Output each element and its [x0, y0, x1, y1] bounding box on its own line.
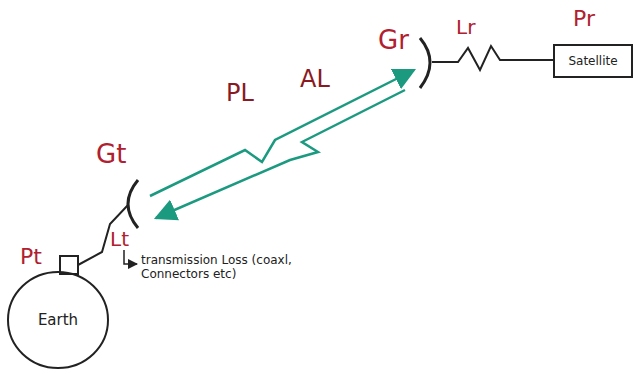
uplink-arrow: [150, 70, 414, 196]
feed-line: [78, 205, 128, 265]
satellite-dish: [420, 38, 430, 88]
earth-circle: Earth: [6, 270, 110, 370]
loss-label: Lr: [456, 16, 475, 39]
ground-dish: [128, 180, 138, 228]
power-label: Pt: [20, 244, 42, 269]
path-loss-label: PL: [226, 80, 254, 108]
power-label: Pr: [573, 6, 595, 31]
node-text: Earth: [38, 311, 78, 329]
atmos-loss-label: AL: [300, 66, 330, 94]
downlink-arrow: [156, 90, 405, 218]
loss-label: Lt: [110, 228, 129, 251]
satellite-box: Satellite: [553, 44, 633, 78]
gain-label: Gr: [378, 26, 409, 56]
gain-label: Gt: [96, 140, 126, 170]
annotation-note: transmission Loss (coaxl, Connectors etc…: [141, 254, 306, 282]
hook-arrow: [124, 250, 137, 264]
receive-line: [432, 46, 553, 70]
node-text: Satellite: [568, 54, 617, 68]
